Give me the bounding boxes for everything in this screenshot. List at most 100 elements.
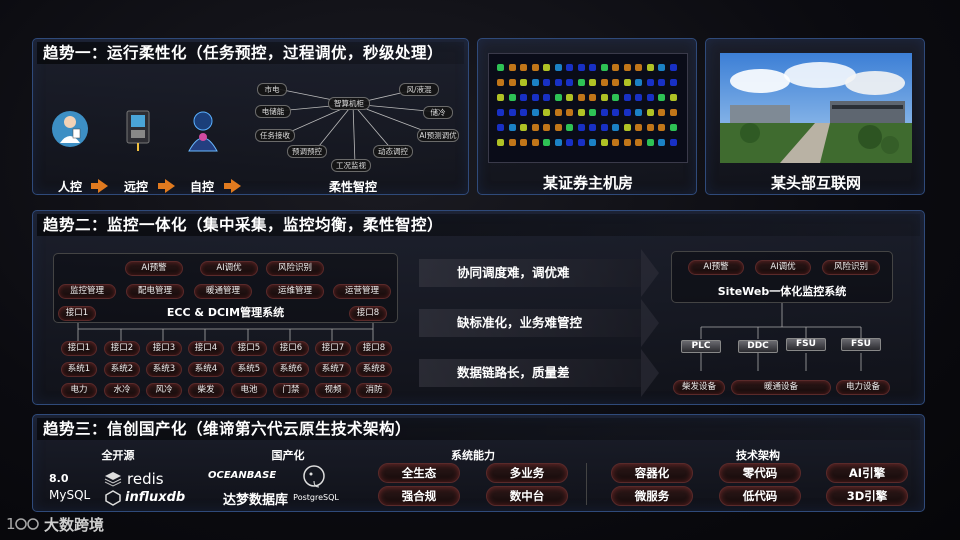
node-monitor: 工况监视: [331, 159, 371, 172]
heatmap-cell: [647, 124, 654, 131]
heatmap-cell: [509, 109, 516, 116]
photo1-caption: 某证券主机房: [478, 172, 698, 193]
node-air-liquid: 风/液混: [399, 83, 439, 96]
siteweb-ai-warning: AI预警: [688, 260, 744, 275]
controller-fsu-1: FSU: [786, 338, 826, 351]
remote-terminal-icon: [123, 109, 153, 153]
tech-ai-engine: AI引擎: [826, 463, 908, 483]
system-2: 系统2: [104, 362, 140, 377]
postgresql-icon: [301, 465, 327, 489]
problem-band-2: 缺标准化，业务难管控: [419, 309, 641, 337]
mgmt-power: 配电管理: [126, 284, 184, 299]
ability-data-middle: 数中台: [486, 486, 568, 506]
heatmap-cell: [566, 94, 573, 101]
heatmap-cell: [670, 94, 677, 101]
tech-3d-engine: 3D引擎: [826, 486, 908, 506]
mgmt-monitor: 监控管理: [58, 284, 116, 299]
heatmap-cell: [647, 139, 654, 146]
heatmap-cell: [497, 124, 504, 131]
node-ai-tuning: AI预测调优: [417, 129, 459, 142]
trend3-panel: 趋势三：信创国产化（维谛第六代云原生技术架构） 全开源 8.0 MySQL re…: [32, 414, 925, 512]
heatmap-cell: [497, 79, 504, 86]
section-divider: [586, 463, 587, 505]
domestic-label: 国产化: [258, 447, 318, 463]
node-task: 任务接收: [255, 129, 295, 142]
heatmap-cell: [647, 64, 654, 71]
stage-arrow-bar-3: [224, 183, 232, 189]
trend1-title: 趋势一：运行柔性化（任务预控，过程调优，秒级处理）: [37, 42, 464, 64]
flex-control-label: 柔性智控: [323, 178, 383, 195]
trend3-title: 趋势三：信创国产化（维谛第六代云原生技术架构）: [37, 418, 920, 440]
heatmap-cell: [566, 109, 573, 116]
heatmap-cell: [497, 109, 504, 116]
heatmap-cell: [624, 139, 631, 146]
heatmap-cell: [601, 124, 608, 131]
heatmap-cell: [589, 124, 596, 131]
iface-3: 接口3: [146, 341, 182, 356]
device-3: 风冷: [146, 383, 182, 398]
heatmap-cell: [543, 124, 550, 131]
heatmap-cell: [578, 64, 585, 71]
device-4: 柴发: [188, 383, 224, 398]
heatmap-cell: [578, 139, 585, 146]
mgmt-ops: 运维管理: [266, 284, 324, 299]
redis-logo: redis: [127, 470, 177, 488]
heatmap-cell: [635, 124, 642, 131]
heatmap-cell: [624, 109, 631, 116]
iface-8: 接口8: [356, 341, 392, 356]
problem-band-tip-2: [641, 299, 659, 347]
heatmap-cell: [589, 79, 596, 86]
node-cold-storage: 储冷: [423, 106, 453, 119]
ability-multi-business: 多业务: [486, 463, 568, 483]
heatmap-cell: [635, 79, 642, 86]
iface-7: 接口7: [315, 341, 351, 356]
mgmt-operation: 运营管理: [333, 284, 391, 299]
right-device-diesel: 柴发设备: [673, 380, 725, 395]
problem-band-tip-3: [641, 349, 659, 397]
device-7: 视频: [315, 383, 351, 398]
heatmap-cell: [658, 139, 665, 146]
heatmap-cell: [520, 124, 527, 131]
heatmap-cell: [532, 64, 539, 71]
heatmap-cell: [589, 94, 596, 101]
heatmap-cell: [532, 109, 539, 116]
heatmap-cell: [520, 94, 527, 101]
photo1-panel: 某证券主机房: [477, 38, 697, 195]
robot-icon: [183, 107, 223, 153]
heatmap-cell: [555, 109, 562, 116]
ecc-ai-tuning: AI调优: [200, 261, 258, 276]
trend2-panel: 趋势二：监控一体化（集中采集，监控均衡，柔性智控） AI预警 AI调优 风险识别…: [32, 210, 925, 405]
node-mains: 市电: [257, 83, 287, 96]
node-precontrol: 预调预控: [287, 145, 327, 158]
system-6: 系统6: [273, 362, 309, 377]
heatmap-cell: [589, 139, 596, 146]
right-device-power: 电力设备: [836, 380, 890, 395]
heatmap-cell: [612, 94, 619, 101]
heatmap-cell: [543, 109, 550, 116]
heatmap-cell: [555, 139, 562, 146]
heatmap-cell: [601, 139, 608, 146]
ecc-system-name: ECC & DCIM管理系统: [153, 304, 298, 320]
device-5: 电池: [231, 383, 267, 398]
photo2-caption: 某头部互联网: [706, 172, 926, 193]
problem-band-1: 协同调度难，调优难: [419, 259, 641, 287]
heatmap-cell: [612, 79, 619, 86]
heatmap-cell: [647, 94, 654, 101]
heatmap-cell: [543, 94, 550, 101]
device-8: 消防: [356, 383, 392, 398]
system-7: 系统7: [315, 362, 351, 377]
heatmap-cell: [612, 109, 619, 116]
tech-arch-label: 技术架构: [723, 447, 793, 463]
heatmap-cell: [520, 79, 527, 86]
heatmap-cell: [612, 124, 619, 131]
iface-1: 接口1: [61, 341, 97, 356]
heatmap-cell: [658, 109, 665, 116]
system-5: 系统5: [231, 362, 267, 377]
heatmap-cell: [497, 94, 504, 101]
tech-container: 容器化: [611, 463, 693, 483]
hub-node: 智算机柜: [328, 97, 370, 110]
ecc-risk: 风险识别: [266, 261, 324, 276]
heatmap-cell: [520, 139, 527, 146]
mysql-version: 8.0: [49, 472, 79, 485]
heatmap-cell: [624, 64, 631, 71]
